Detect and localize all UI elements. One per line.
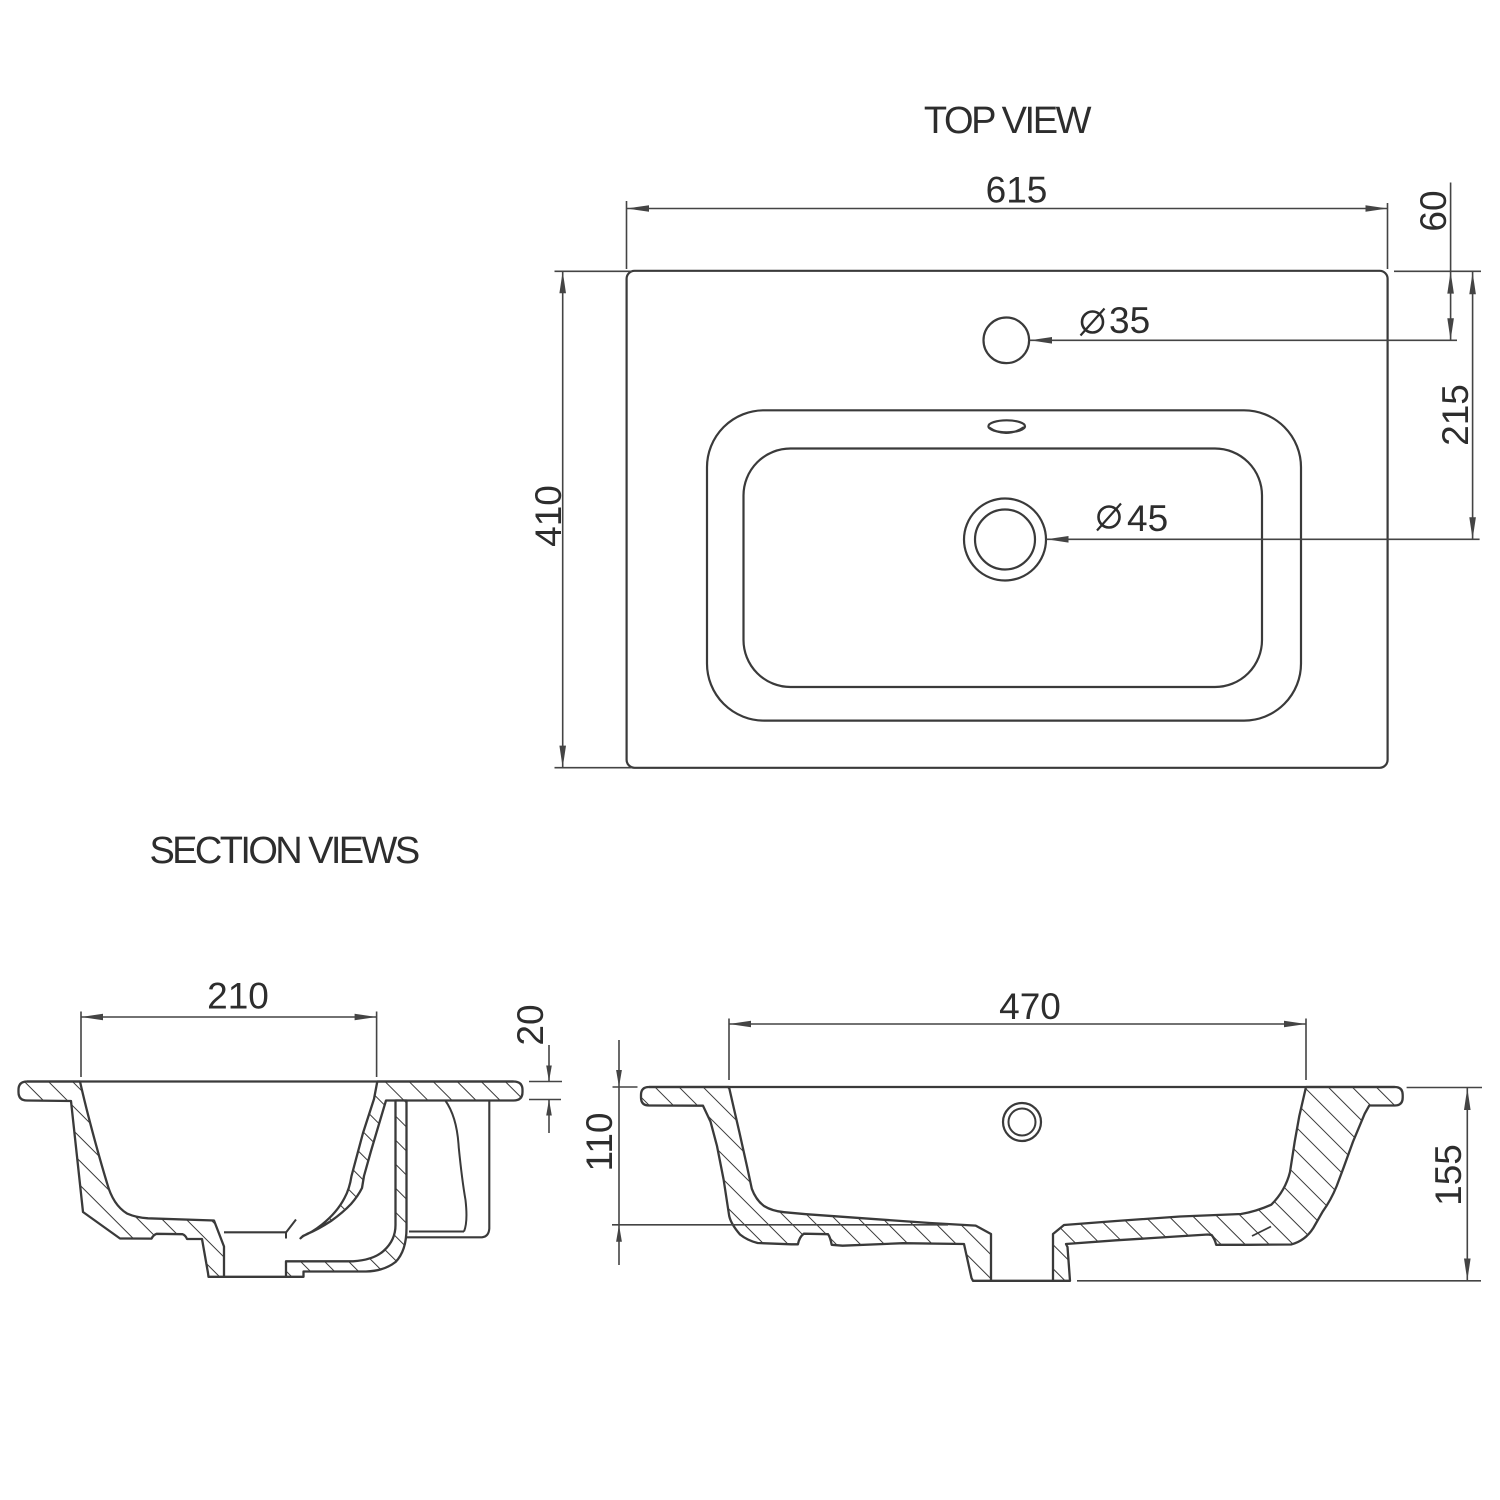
svg-text:110: 110: [579, 1113, 620, 1172]
svg-text:20: 20: [510, 1004, 551, 1045]
svg-text:35: 35: [1109, 300, 1150, 341]
svg-text:215: 215: [1435, 384, 1476, 446]
svg-text:210: 210: [207, 976, 269, 1017]
svg-text:470: 470: [999, 986, 1061, 1027]
svg-text:155: 155: [1428, 1144, 1469, 1206]
svg-text:TOP VIEW: TOP VIEW: [924, 100, 1092, 142]
svg-text:410: 410: [528, 485, 569, 547]
svg-text:615: 615: [986, 170, 1048, 211]
svg-text:60: 60: [1413, 190, 1454, 231]
svg-text:45: 45: [1127, 498, 1168, 539]
svg-text:SECTION VIEWS: SECTION VIEWS: [149, 830, 418, 872]
